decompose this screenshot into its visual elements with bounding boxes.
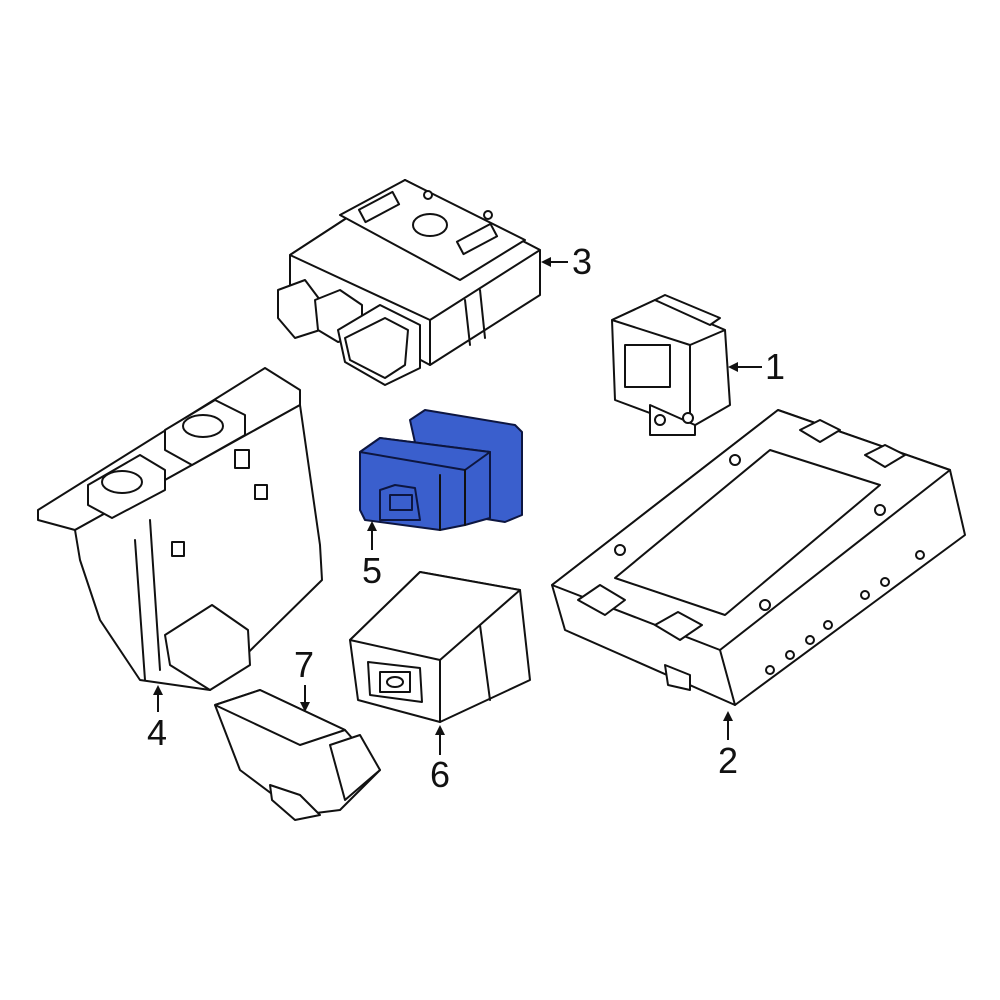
callout-6: 6: [430, 754, 450, 795]
part-3-module[interactable]: [277, 179, 541, 386]
part-2-module[interactable]: [551, 409, 966, 706]
callout-5: 5: [362, 550, 382, 591]
part-7-clip[interactable]: [214, 689, 381, 821]
callout-2: 2: [718, 740, 738, 781]
leader-lines: [153, 257, 762, 755]
callout-4: 4: [147, 712, 167, 753]
callout-3: 3: [572, 241, 592, 282]
part-5-module[interactable]: [359, 409, 523, 531]
part-6-module[interactable]: [349, 571, 531, 723]
callout-1: 1: [765, 346, 785, 387]
callout-7: 7: [294, 644, 314, 685]
part-1-module[interactable]: [611, 294, 731, 436]
part-4-bracket[interactable]: [37, 367, 323, 691]
